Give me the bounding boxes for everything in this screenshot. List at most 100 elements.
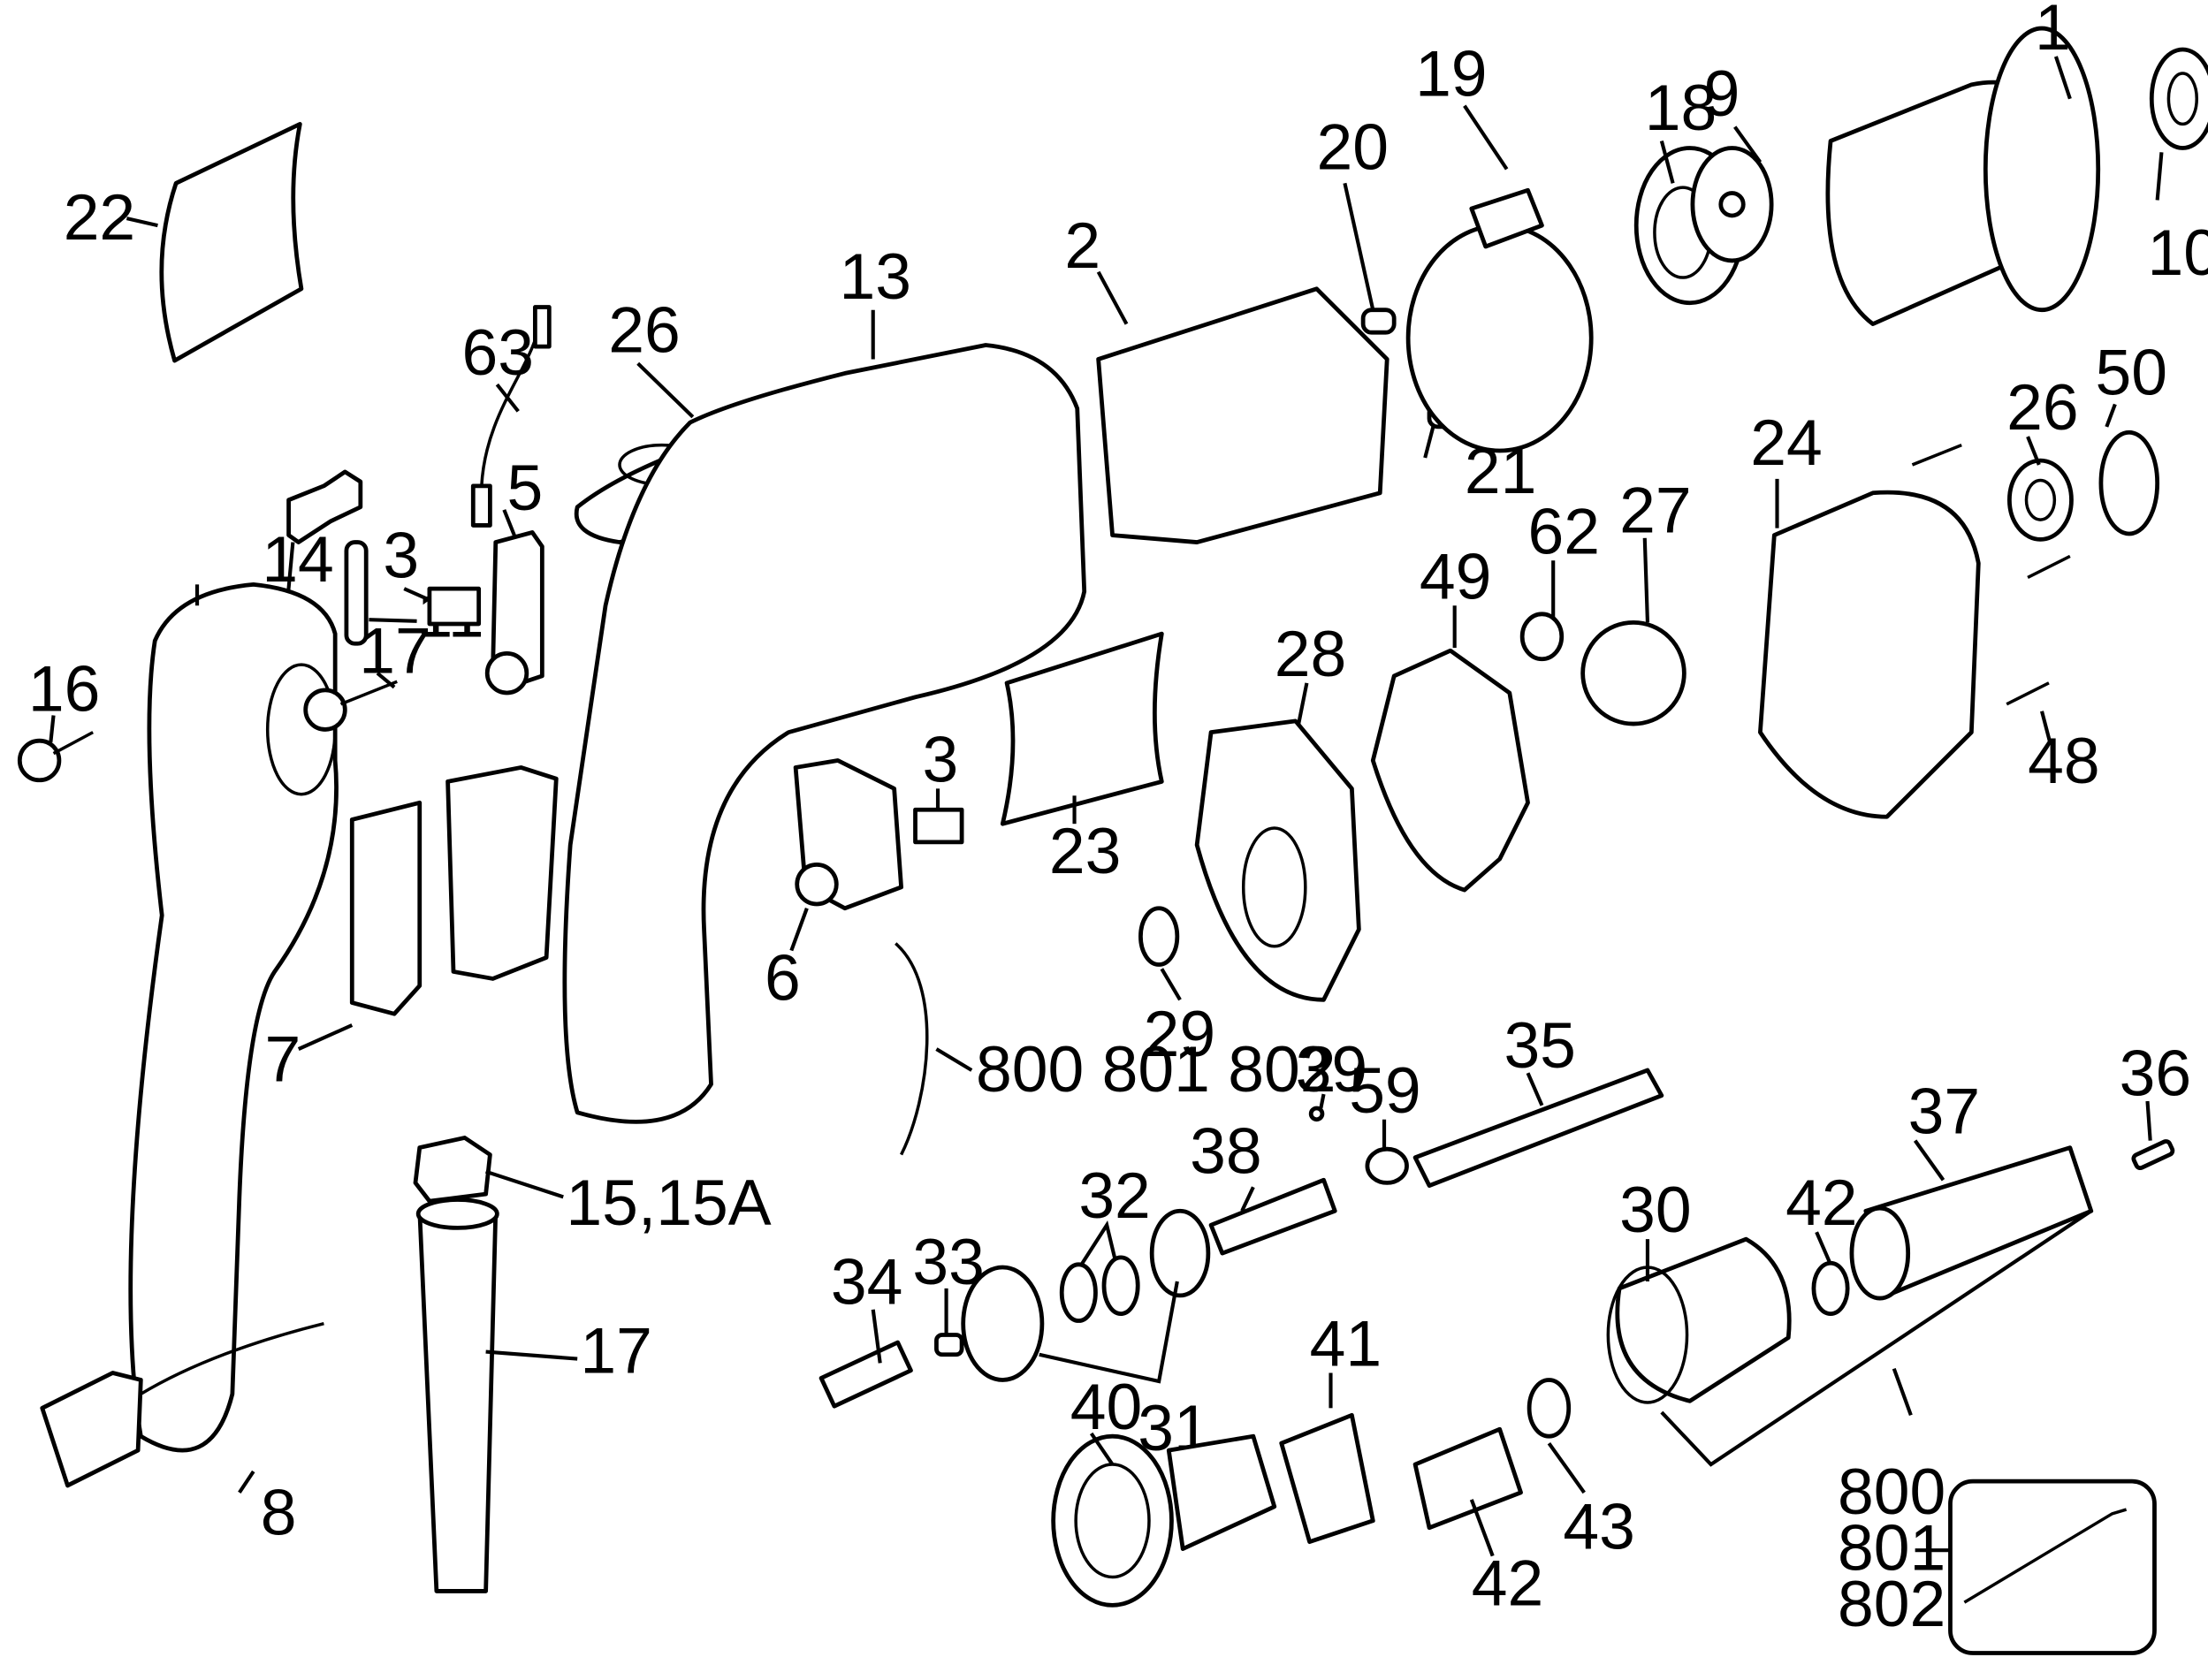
label-37: 37 xyxy=(1908,1076,1981,1148)
part-6-brush-holder: 6 xyxy=(765,758,903,1014)
part-10-bearing: 10 xyxy=(2147,47,2208,289)
part-36-bit: 36 xyxy=(2120,1038,2191,1171)
label-801: 801 xyxy=(1838,1512,1945,1585)
label-26: 26 xyxy=(2006,371,2078,444)
label-29: 29 xyxy=(1144,998,1215,1070)
part-14-handle: 14 xyxy=(128,523,339,1453)
part-37-nose-cone: 37 xyxy=(1849,1076,2094,1301)
part-33-plunger: 33 xyxy=(912,1226,985,1357)
label-800: 800 xyxy=(1838,1456,1945,1528)
part-45-screw: 48 xyxy=(1911,444,2100,797)
label-48: 50 xyxy=(2096,336,2168,408)
label-25: 26 xyxy=(608,293,681,366)
label-34: 34 xyxy=(831,1245,903,1318)
part-5-brush-holder: 5 xyxy=(484,452,544,696)
label-35: 35 xyxy=(1504,1009,1576,1082)
label-41: 42 xyxy=(1472,1547,1544,1619)
part-40-clutch-housing: 40 xyxy=(1051,1371,1277,1608)
label-40: 40 xyxy=(1070,1371,1143,1443)
label-47: 59 xyxy=(1349,1054,1421,1127)
label-38: 38 xyxy=(1190,1114,1262,1187)
label-62: 63 xyxy=(462,316,534,389)
part-17-screw: 16 xyxy=(17,653,101,783)
part-21-pin-upper: 20 xyxy=(1317,110,1397,335)
label-28: 28 xyxy=(1275,618,1346,690)
part-7-switch: 7 xyxy=(265,765,559,1096)
part-47-clutch-jaw: 59 xyxy=(1349,1054,1421,1185)
label-16: 17 xyxy=(580,1314,652,1387)
label-42-upper: 42 xyxy=(1785,1167,1858,1239)
part-13-housing: 13 xyxy=(562,240,1087,1124)
part-32-o-rings: 32 xyxy=(1059,1159,1151,1323)
label-19: 18 xyxy=(1645,72,1717,144)
part-50-bearing: 62 xyxy=(1519,495,1601,662)
part-2-field: 2 xyxy=(1064,209,1390,544)
label-13: 13 xyxy=(839,240,911,313)
label-20: 19 xyxy=(1415,38,1488,110)
part-30-adjusting-collar: 30 xyxy=(1606,1174,1792,1404)
label-7: 7 xyxy=(265,1023,301,1096)
part-42-ring-upper: 42 xyxy=(1785,1167,1858,1316)
label-802: 802 xyxy=(1838,1568,1945,1640)
part-29-washer: 29 xyxy=(1138,906,1215,1070)
part-27-gear: 27 xyxy=(1580,474,1692,726)
label-14: 14 xyxy=(262,523,334,596)
part-39-ball: 39 xyxy=(1296,1033,1368,1122)
label-5: 5 xyxy=(507,452,544,524)
part-26-bearing: 26 xyxy=(2006,371,2079,542)
label-39: 39 xyxy=(1296,1033,1368,1106)
part-1-armature: 1 xyxy=(1825,0,2101,327)
label-63: 800 801 802 xyxy=(976,1033,1336,1106)
part-3-brush-right: 3 xyxy=(913,723,964,845)
part-18-screw: 17 xyxy=(303,615,431,732)
part-19-baffle: 18 xyxy=(1633,72,1746,306)
label-10: 10 xyxy=(2147,217,2208,289)
label-46: 49 xyxy=(1420,540,1492,612)
label-15: 15,15A xyxy=(566,1167,771,1239)
label-9: 9 xyxy=(1704,57,1740,130)
label-27: 27 xyxy=(1619,474,1692,546)
label-6: 6 xyxy=(765,941,801,1014)
part-59-nose-assembly xyxy=(1660,1209,2092,1467)
part-3-brush: 3 xyxy=(383,519,482,627)
part-46-gasket: 49 xyxy=(1370,540,1530,893)
part-41-sleeve: 42 xyxy=(1412,1426,1544,1619)
label-45: 48 xyxy=(2028,725,2100,797)
part-42-ring-lower: 43 xyxy=(1527,1378,1635,1563)
label-17: 16 xyxy=(28,653,101,726)
part-28-bearing-plate: 28 xyxy=(1194,618,1361,1002)
label-3: 3 xyxy=(383,519,419,591)
label-32: 32 xyxy=(1078,1159,1151,1232)
part-20-brush-plate: 19 xyxy=(1405,38,1594,453)
part-62-lead-wire: 63 xyxy=(462,305,552,528)
label-49: 41 xyxy=(1310,1308,1382,1380)
label-50: 62 xyxy=(1528,495,1601,567)
part-35-spindle: 35 xyxy=(1412,1009,1664,1188)
inset-800-801-802: 800 801 802 xyxy=(1838,1456,2157,1655)
part-49-depth-locator: 41 xyxy=(1279,1308,1382,1545)
label-30: 30 xyxy=(1619,1174,1692,1246)
label-42-lower: 43 xyxy=(1563,1491,1635,1563)
label-24: 24 xyxy=(1750,407,1823,479)
label-1: 1 xyxy=(2035,0,2071,64)
label-2: 2 xyxy=(1064,209,1100,282)
part-16-cord-protector: 17 xyxy=(415,1197,652,1593)
label-3-right: 3 xyxy=(922,723,958,795)
label-23: 23 xyxy=(1049,815,1121,887)
part-24-gear-case: 24 xyxy=(1750,407,1981,819)
label-8: 8 xyxy=(261,1477,297,1549)
label-36: 36 xyxy=(2120,1038,2191,1110)
part-63-lead-wire: 800 801 802 xyxy=(895,942,1336,1156)
part-23-label: 23 xyxy=(1000,631,1164,887)
part-15-cord-protector-clamp: 15,15A xyxy=(413,1136,772,1239)
part-48-retaining-ring: 50 xyxy=(2096,336,2168,536)
part-9-bearing: 9 xyxy=(1690,57,1774,263)
part-38-clutch-shaft: 38 xyxy=(1190,1114,1337,1256)
label-21-upper: 20 xyxy=(1317,110,1390,183)
part-34-spring: 34 xyxy=(818,1245,913,1409)
part-8-power-cord-plug: 8 xyxy=(40,1322,324,1549)
label-18: 17 xyxy=(359,615,430,688)
part-22-nameplate: 22 xyxy=(64,122,304,363)
label-22: 22 xyxy=(64,181,136,254)
